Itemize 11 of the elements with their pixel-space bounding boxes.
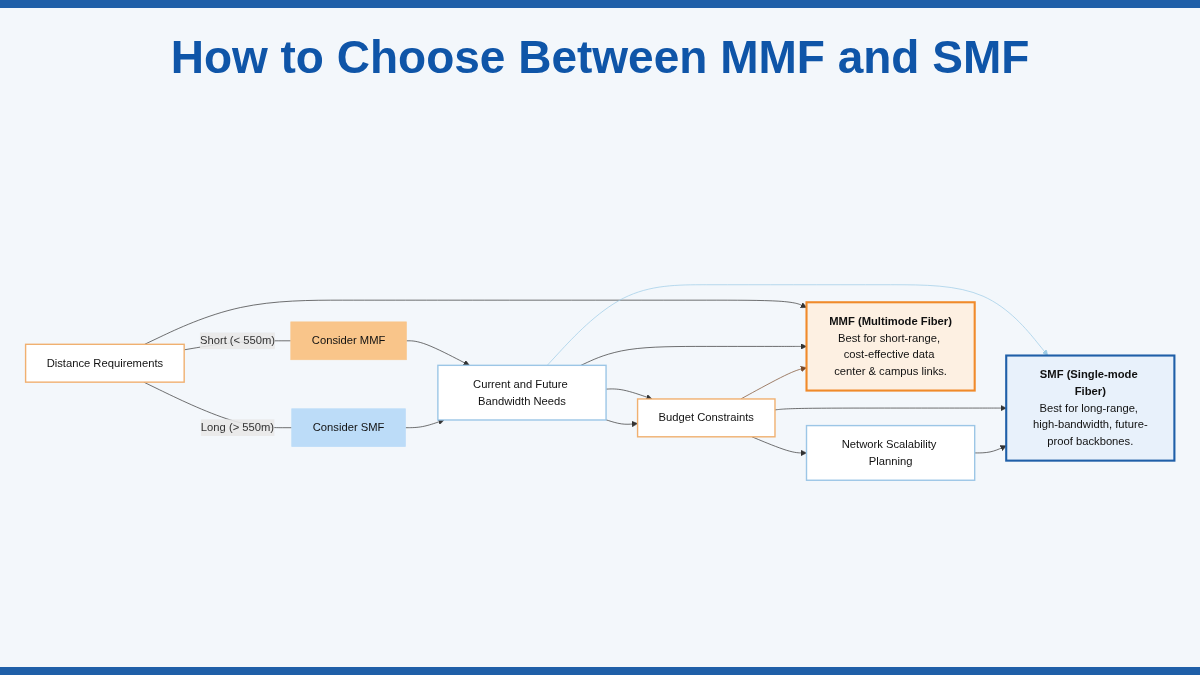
node-box: MMF (Multimode Fiber) Best for short-range, cost-effective data center & campus links. [805, 301, 976, 392]
edge-label: Long (> 550m) [200, 421, 275, 434]
node-box: Budget Constraints [636, 398, 776, 438]
title: How to Choose Between MMF and SMF [169, 30, 1031, 84]
node-box: SMF (Single-mode Fiber) Best for long-range, high-bandwidth, future-proof backbones. [1005, 354, 1176, 462]
node-box: Network Scalability Planning [805, 424, 976, 481]
node-box: Consider SMF [291, 408, 406, 447]
edge-label: Short (< 550m) [199, 334, 276, 347]
node-box: Consider MMF [290, 321, 407, 361]
node-box: Current and Future Bandwidth Needs [437, 364, 607, 421]
node-box: Distance Requirements [24, 343, 185, 383]
